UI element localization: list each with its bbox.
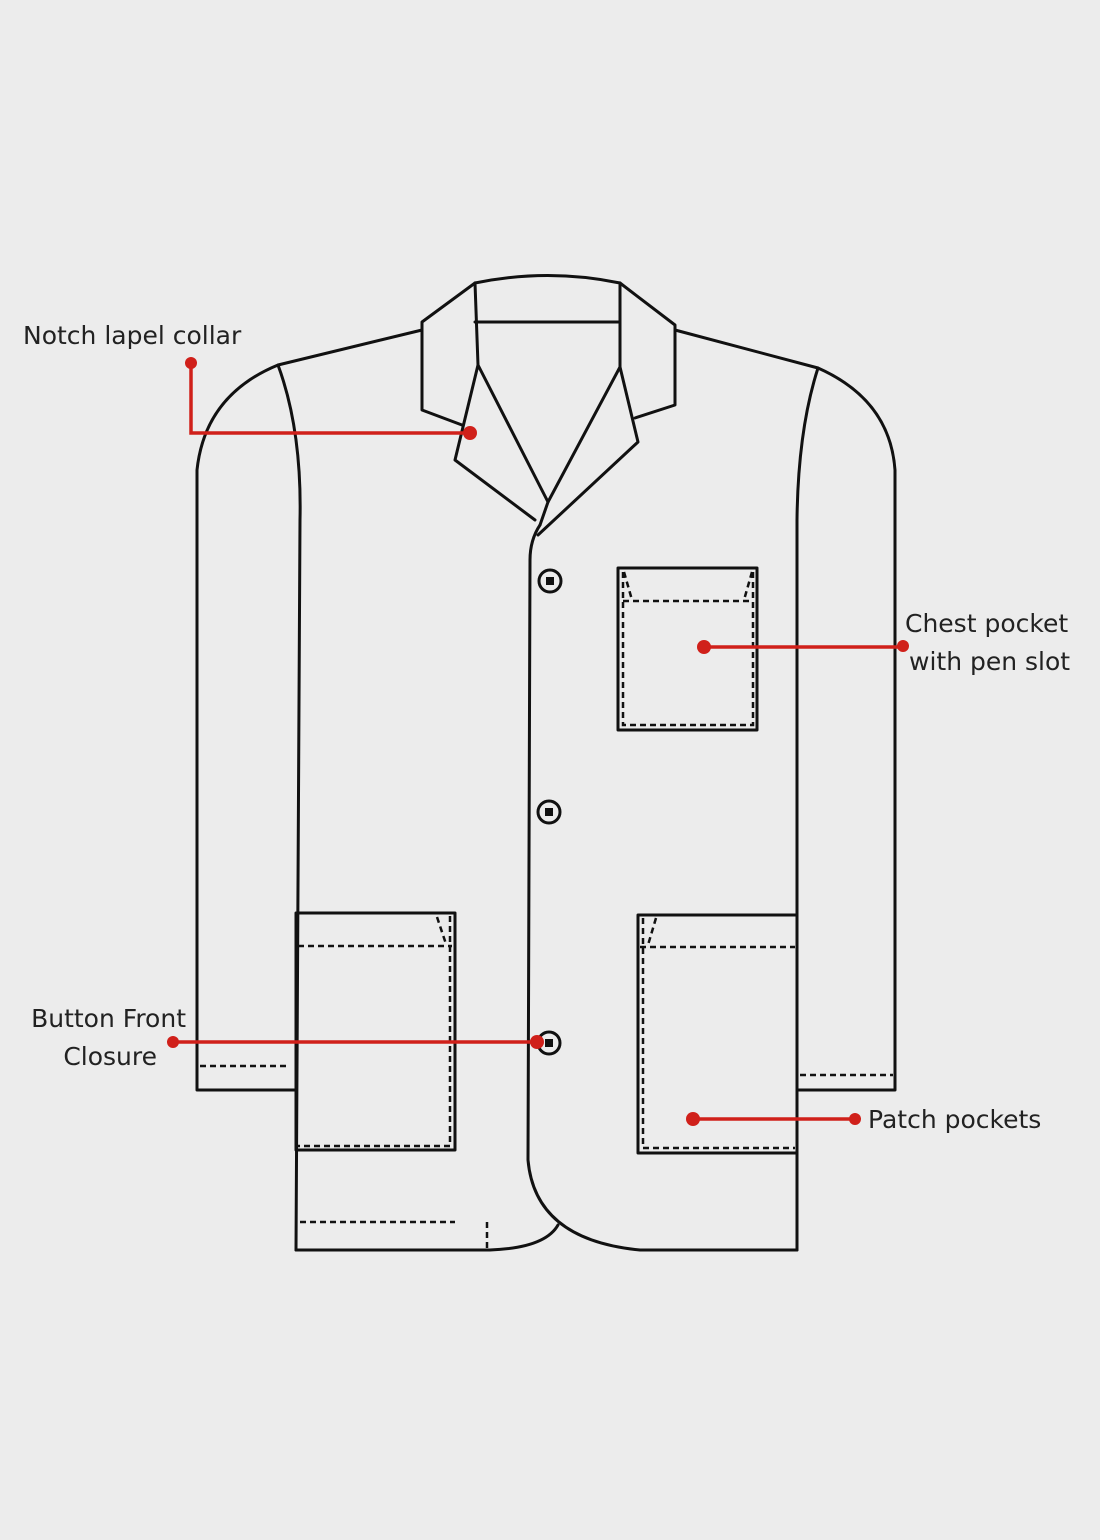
right-sleeve [673, 328, 897, 1092]
button-2 [536, 799, 562, 825]
left-lapel [453, 363, 550, 522]
jacket-outline [195, 274, 897, 1252]
callout-patch-pockets: Patch pockets [686, 1105, 1041, 1134]
right-collar [618, 281, 677, 420]
callout-button-closure: Button Front Closure [31, 1004, 544, 1071]
label-chest-pocket-2: with pen slot [909, 647, 1070, 676]
callout-chest-pocket: Chest pocket with pen slot [697, 609, 1070, 676]
left-collar [420, 281, 477, 427]
left-patch-pocket [294, 911, 457, 1152]
left-armhole [276, 363, 302, 1252]
buttons [536, 568, 563, 1056]
collar-band [473, 274, 622, 369]
hem-stitch [200, 1064, 893, 1248]
callout-collar: Notch lapel collar [23, 321, 477, 440]
label-collar: Notch lapel collar [23, 321, 242, 350]
label-button-1: Button Front [31, 1004, 186, 1033]
button-1 [537, 568, 563, 594]
right-lapel [536, 365, 640, 537]
right-patch-pocket [636, 913, 799, 1155]
front-edge [526, 523, 799, 1252]
chest-pocket [616, 566, 759, 732]
right-armhole [795, 366, 820, 1252]
left-hem [294, 1223, 560, 1252]
label-button-2: Closure [63, 1042, 157, 1071]
label-patch-pockets: Patch pockets [868, 1105, 1041, 1134]
label-chest-pocket-1: Chest pocket [905, 609, 1068, 638]
left-sleeve [195, 328, 424, 1092]
